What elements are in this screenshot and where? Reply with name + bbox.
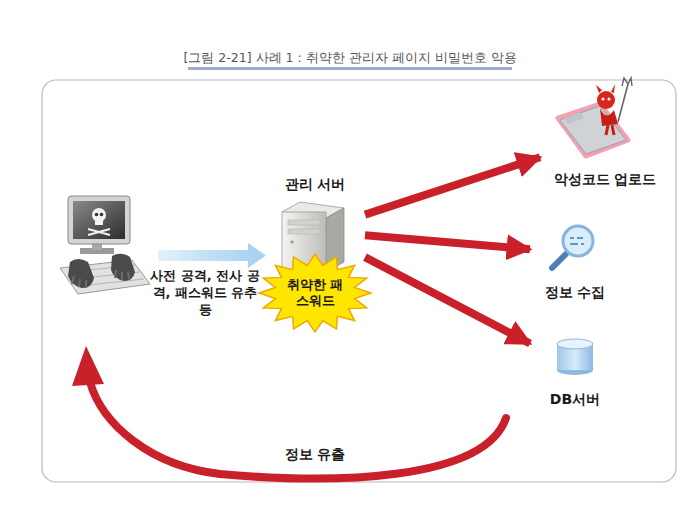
database-icon [557, 339, 593, 375]
frame [42, 80, 676, 482]
malware-icon [558, 78, 632, 156]
node-label: 관리 서버 [285, 176, 346, 194]
leak-arrow [72, 346, 506, 478]
leak-label: 정보 유출 [262, 445, 368, 463]
node-label: 정보 수집 [545, 284, 606, 302]
warning-text: 취약한 패스워드 [285, 277, 345, 310]
node-label: 악성코드 업로드 [554, 171, 657, 189]
magnifier-icon [552, 226, 593, 268]
attack-arrow-red [365, 257, 530, 343]
title-underline [188, 67, 512, 70]
attack-arrow-red [365, 235, 530, 249]
attacker-icon [60, 196, 150, 294]
starburst-node: 취약한 패스워드 [259, 254, 371, 332]
figure-title: [그림 2-21] 사례 1 : 취약한 관리자 페이지 비밀번호 악용 [0, 50, 700, 67]
starburst-outline [259, 254, 371, 332]
db-node: DB서버 [530, 326, 620, 408]
collect-node: 정보 수집 [530, 205, 620, 301]
attack-arrow-red [365, 157, 540, 214]
node-label: DB서버 [550, 391, 600, 409]
server-node: 관리 서버취약한 패스워드 [265, 176, 365, 286]
malware-node: 악성코드 업로드 [540, 84, 670, 188]
attack-methods: 사전 공격, 전사 공격, 패스워드 유추 등 [150, 268, 260, 319]
attack-arrow [158, 243, 266, 268]
